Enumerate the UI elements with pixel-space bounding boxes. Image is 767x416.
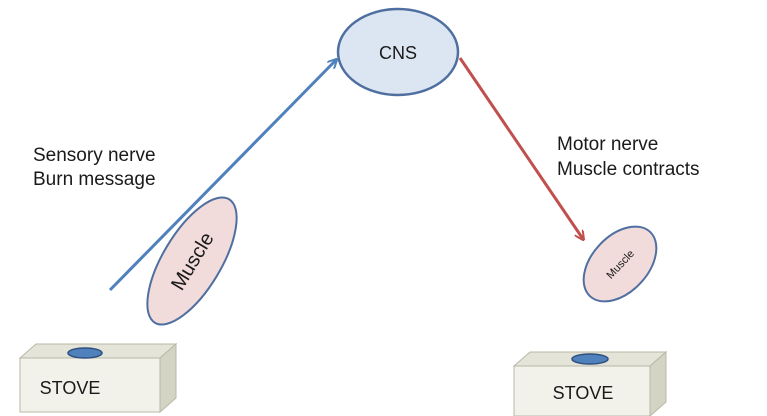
burn-message-label: Burn message (33, 169, 156, 190)
muscle-contracts-label: Muscle contracts (557, 159, 700, 180)
stove-right: STOVE (512, 350, 668, 416)
cns-label: CNS (379, 43, 417, 63)
stove-left-label: STOVE (40, 378, 101, 398)
muscle-left: Muscle (146, 196, 238, 326)
motor-nerve-label: Motor nerve (557, 134, 659, 155)
stove-left: STOVE (18, 342, 178, 414)
burner-right (571, 353, 609, 365)
sensory-nerve-label: Sensory nerve (33, 145, 156, 166)
motor-nerve-arrow (458, 57, 583, 239)
cns-node: CNS (336, 7, 460, 97)
stove-right-label: STOVE (553, 383, 614, 403)
sensory-nerve-arrow (108, 60, 336, 292)
muscle-right: Muscle (582, 225, 658, 303)
burner-left (67, 347, 103, 359)
